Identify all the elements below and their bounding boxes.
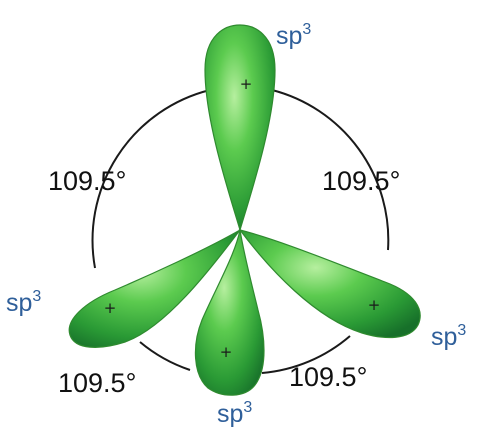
- angle-arc-top-left: [91, 89, 211, 269]
- angle-arcs: [91, 89, 390, 374]
- angle-label-bottom-right: 109.5°: [289, 362, 367, 392]
- orbital-lobe-left: [68, 229, 241, 348]
- angle-arc-bottom-left: [139, 341, 191, 371]
- orbital-label-top: sp3: [276, 21, 311, 50]
- sign-left: +: [104, 299, 117, 317]
- orbital-lobe-top: [204, 24, 276, 233]
- orbital-lobes: [68, 24, 421, 396]
- angle-arc-top-right: [271, 89, 390, 251]
- angle-label-bottom-left: 109.5°: [58, 368, 136, 398]
- angle-arc-bottom-right: [261, 335, 351, 374]
- sign-right: +: [368, 296, 381, 314]
- svg-text:sp3: sp3: [217, 399, 252, 428]
- orbital-lobe-bottom: [194, 229, 265, 396]
- angle-label-top-right: 109.5°: [322, 166, 400, 196]
- sign-bottom: +: [220, 343, 233, 361]
- orbital-label-right: sp3: [431, 322, 466, 351]
- orbital-label-bottom: sp3: [217, 399, 252, 428]
- svg-text:sp3: sp3: [431, 322, 466, 351]
- sign-top: +: [240, 75, 253, 93]
- orbital-lobe-right: [238, 229, 421, 339]
- svg-text:sp3: sp3: [6, 288, 41, 317]
- svg-text:sp3: sp3: [276, 21, 311, 50]
- orbital-label-left: sp3: [6, 288, 41, 317]
- angle-label-top-left: 109.5°: [48, 166, 126, 196]
